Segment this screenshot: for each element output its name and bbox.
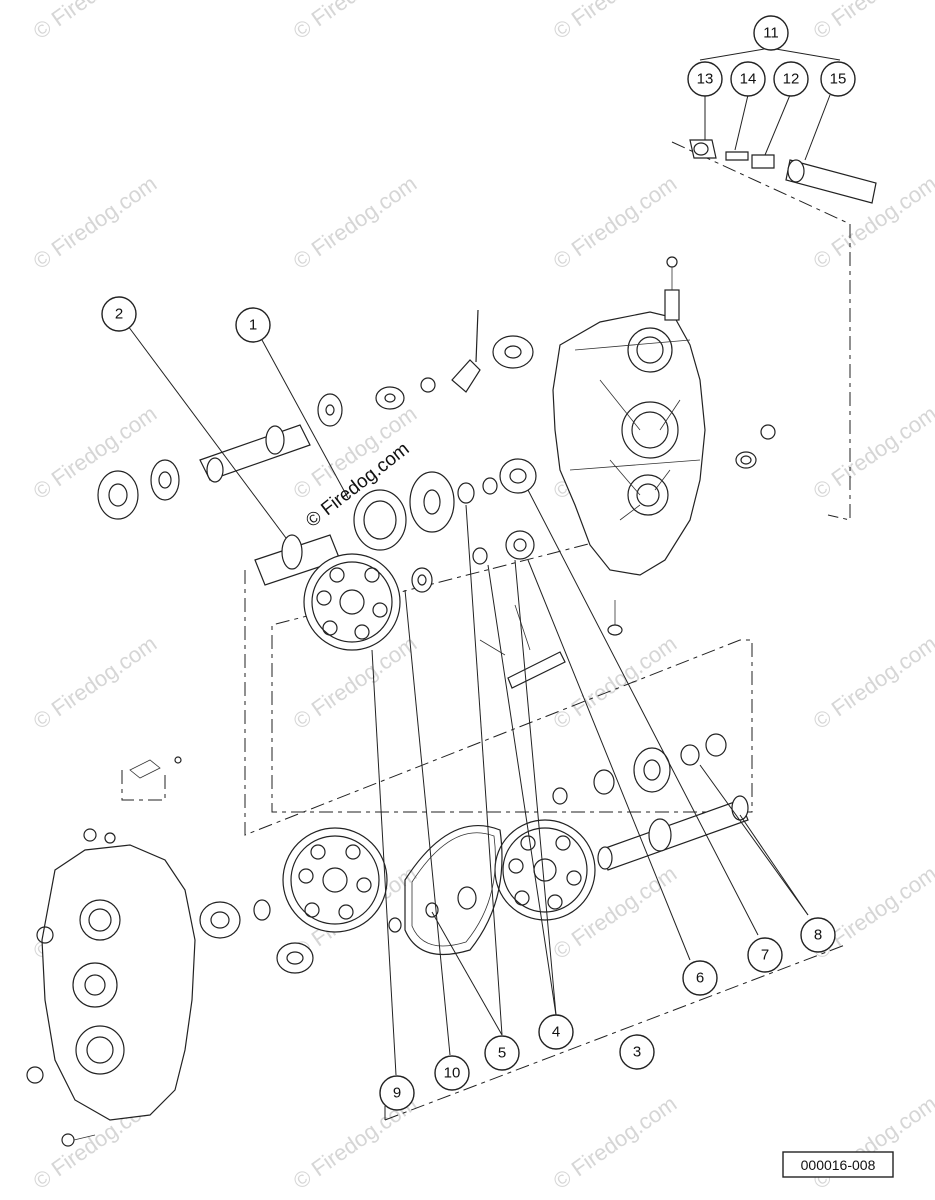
watermark-text: © Firedog.com — [809, 1091, 935, 1194]
callout-15: 15 — [820, 61, 856, 97]
callout-2: 2 — [101, 296, 137, 332]
svg-text:8: 8 — [814, 927, 822, 944]
transmission-case-left-half — [26, 756, 196, 1147]
watermark-text: © Firedog.com — [549, 1091, 682, 1194]
watermark-text: © Firedog.com — [549, 631, 682, 734]
callout-13: 13 — [687, 61, 723, 97]
callout-9: 9 — [379, 1075, 415, 1111]
svg-text:15: 15 — [830, 71, 847, 88]
callout-group: 1 2 3 4 5 6 7 8 — [101, 15, 856, 1111]
callout-3: 3 — [619, 1034, 655, 1070]
svg-text:12: 12 — [783, 71, 800, 88]
callout-7: 7 — [747, 937, 783, 973]
watermark-text: © Firedog.com — [809, 401, 935, 504]
callout-11: 11 — [753, 15, 789, 51]
callout-12: 12 — [773, 61, 809, 97]
watermark-text: © Firedog.com — [809, 0, 935, 44]
watermark-text: © Firedog.com — [289, 171, 422, 274]
svg-text:14: 14 — [740, 71, 757, 88]
leader-lines — [127, 40, 841, 1076]
diagram-code: 000016-008 — [801, 1157, 876, 1173]
svg-text:10: 10 — [444, 1065, 461, 1082]
transmission-case-right-half — [552, 256, 776, 636]
watermark-text: © Firedog.com — [29, 0, 162, 44]
gear-cluster — [254, 458, 566, 689]
svg-text:9: 9 — [393, 1085, 401, 1102]
callout-4: 4 — [538, 1014, 574, 1050]
callout-6: 6 — [682, 960, 718, 996]
callout-10: 10 — [434, 1055, 470, 1091]
svg-text:13: 13 — [697, 71, 714, 88]
watermark-text: © Firedog.com — [549, 171, 682, 274]
assembly-outline — [121, 141, 851, 1121]
diagram-code-box: 000016-008 — [782, 1151, 894, 1178]
svg-text:3: 3 — [633, 1044, 641, 1061]
watermark-text: © Firedog.com — [289, 0, 422, 44]
callout-14: 14 — [730, 61, 766, 97]
watermark-text: © Firedog.com — [549, 0, 682, 44]
svg-text:7: 7 — [761, 947, 769, 964]
svg-text:4: 4 — [552, 1024, 560, 1041]
svg-text:5: 5 — [498, 1045, 506, 1062]
svg-text:11: 11 — [763, 25, 779, 42]
svg-text:2: 2 — [115, 306, 123, 323]
svg-text:6: 6 — [696, 970, 704, 987]
callout-5: 5 — [484, 1035, 520, 1071]
main-shaft-assembly — [97, 309, 534, 520]
countershaft-assembly — [199, 733, 749, 974]
svg-text:1: 1 — [249, 317, 257, 334]
sensor-subassembly — [689, 139, 877, 204]
watermark-text: © Firedog.com — [809, 631, 935, 734]
callout-1: 1 — [235, 307, 271, 343]
watermark-text: © Firedog.com — [29, 631, 162, 734]
callout-8: 8 — [800, 917, 836, 953]
watermark-text: © Firedog.com — [29, 401, 162, 504]
watermark-text: © Firedog.com — [29, 171, 162, 274]
